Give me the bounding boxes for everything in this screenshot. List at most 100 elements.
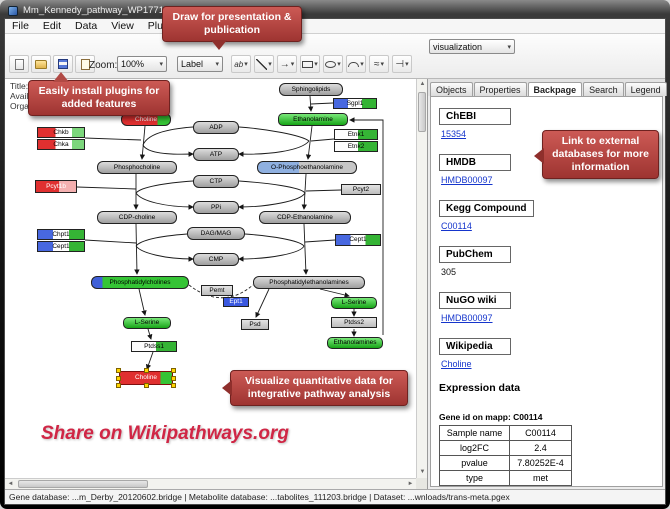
line-tool-button[interactable]: ▾ <box>254 55 274 73</box>
node-pcyt1b[interactable]: Pcyt1b <box>35 180 77 193</box>
tab-objects[interactable]: Objects <box>430 82 473 96</box>
node-chkb[interactable]: Chkb <box>37 127 85 138</box>
selection-handle[interactable] <box>171 376 176 381</box>
tab-backpage[interactable]: Backpage <box>527 82 583 96</box>
section-link[interactable]: Choline <box>441 359 472 369</box>
node-ept1[interactable]: Ept1 <box>223 297 249 307</box>
info-line: Title: <box>10 81 29 91</box>
node-chpt1[interactable]: Chpt1 <box>37 229 85 240</box>
arc-tool-button[interactable]: ▾ <box>346 55 366 73</box>
selection-handle[interactable] <box>116 383 121 388</box>
node-psd[interactable]: Psd <box>241 319 269 330</box>
paste-button[interactable] <box>75 55 95 73</box>
tab-search[interactable]: Search <box>583 82 624 96</box>
node-phosphocholine[interactable]: Phosphocholine <box>97 161 177 174</box>
chevron-down-icon: ▾ <box>159 61 163 68</box>
node-phosphatidylcholines[interactable]: Phosphatidylcholines <box>91 276 189 289</box>
table-cell: pvalue <box>439 455 510 471</box>
node-cept1[interactable]: Cept1 <box>335 234 381 246</box>
selection-handle[interactable] <box>144 383 149 388</box>
node-pemt[interactable]: Pemt <box>201 285 233 296</box>
selection-handle[interactable] <box>116 376 121 381</box>
arrow-tool-button[interactable]: ▾ <box>277 55 297 73</box>
menu-item-edit[interactable]: Edit <box>42 20 62 32</box>
selection-handle[interactable] <box>171 383 176 388</box>
table-cell: 2.4 <box>509 440 572 456</box>
node-cept1[interactable]: Cept1 <box>37 241 85 252</box>
menu-item-file[interactable]: File <box>12 20 29 32</box>
menu-item-view[interactable]: View <box>111 20 134 32</box>
gene-id-line: Gene id on mapp: C00114 <box>439 412 543 422</box>
section-link[interactable]: HMDB00097 <box>441 313 493 323</box>
tab-legend[interactable]: Legend <box>624 82 667 96</box>
rectangle-tool-button[interactable]: ▾ <box>300 55 320 73</box>
visualization-select[interactable]: visualization ▾ <box>429 39 515 54</box>
horizontal-scrollbar[interactable]: ◄ ► <box>5 478 416 489</box>
node-ptdss1[interactable]: Ptdss1 <box>131 341 177 352</box>
section-link[interactable]: C00114 <box>441 221 472 231</box>
horizontal-scroll-thumb[interactable] <box>18 480 148 488</box>
share-wikipathways-note: Share on Wikipathways.org <box>41 423 289 444</box>
zoom-select[interactable]: 100% ▾ <box>117 56 167 72</box>
selection-handle[interactable] <box>171 368 176 373</box>
node-dag-mag[interactable]: DAG/MAG <box>187 227 245 240</box>
node-atp[interactable]: ATP <box>193 148 239 161</box>
node-ppi[interactable]: PPi <box>193 201 239 214</box>
node-ethanolamine[interactable]: Ethanolamine <box>278 113 348 126</box>
vertical-scroll-thumb[interactable] <box>418 92 426 132</box>
new-file-button[interactable] <box>9 55 29 73</box>
menu-bar: FileEditDataViewPluginsHelp <box>5 19 665 34</box>
inhibition-tool-button[interactable]: ▾ <box>392 55 412 73</box>
node-ethanolamines[interactable]: Ethanolamines <box>327 337 383 349</box>
node-sphingolipids[interactable]: Sphingolipids <box>279 83 343 96</box>
node-choline[interactable]: Choline <box>116 368 176 388</box>
node-etnk2[interactable]: Etnk2 <box>334 141 378 152</box>
node-o-phosphoethanolamine[interactable]: O-Phosphoethanolamine <box>257 161 357 174</box>
label-tool-button[interactable]: ▾ <box>231 55 251 73</box>
node-sgpl1[interactable]: Sgpl1 <box>333 98 377 109</box>
chevron-down-icon: ▾ <box>507 43 511 51</box>
chevron-down-icon: ▾ <box>360 61 364 68</box>
open-folder-button[interactable] <box>31 55 51 73</box>
node-l-serine[interactable]: L-Serine <box>123 317 171 329</box>
vertical-scrollbar[interactable]: ▲ ▼ <box>416 79 427 478</box>
label-type-select[interactable]: Label ▾ <box>177 56 223 72</box>
curve-tool-button[interactable]: ▾ <box>369 55 389 73</box>
save-button[interactable] <box>53 55 73 73</box>
node-phosphatidylethanolamines[interactable]: Phosphatidylethanolamines <box>253 276 365 289</box>
oval-tool-button[interactable]: ▾ <box>323 55 343 73</box>
title-bar[interactable]: Mm_Kennedy_pathway_WP1771_45176.gpml <box>4 3 666 18</box>
tab-properties[interactable]: Properties <box>473 82 527 96</box>
menu-item-data[interactable]: Data <box>75 20 98 32</box>
selection-handle[interactable] <box>116 368 121 373</box>
callout-link-text: Link to external databases for more info… <box>552 135 649 174</box>
node-l-serine[interactable]: L-Serine <box>331 297 377 309</box>
scroll-right-icon[interactable]: ► <box>407 481 414 487</box>
scroll-up-icon[interactable]: ▲ <box>419 81 426 87</box>
section-link[interactable]: 15354 <box>441 129 467 139</box>
node-cdp-choline[interactable]: CDP-choline <box>97 211 177 224</box>
section-link[interactable]: HMDB00097 <box>441 175 493 185</box>
toolbar: Zoom: 100% ▾ Label ▾ ▾▾▾▾▾▾▾▾ visualizat… <box>5 34 665 79</box>
scrollbar-corner <box>416 478 427 489</box>
table-cell: Sample name <box>439 425 510 441</box>
node-adp[interactable]: ADP <box>193 121 239 134</box>
selection-handle[interactable] <box>144 368 149 373</box>
scroll-down-icon[interactable]: ▼ <box>419 469 426 475</box>
info-line: Organ <box>10 101 34 111</box>
table-cell: 7.80252E-4 <box>509 455 572 471</box>
node-ctp[interactable]: CTP <box>193 175 239 188</box>
node-chka[interactable]: Chka <box>37 139 85 150</box>
node-cmp[interactable]: CMP <box>193 253 239 266</box>
node-pcyt2[interactable]: Pcyt2 <box>341 184 381 195</box>
scroll-left-icon[interactable]: ◄ <box>7 481 14 487</box>
node-ptdss2[interactable]: Ptdss2 <box>331 317 377 328</box>
oval-tool-icon <box>325 60 337 68</box>
node-etnk1[interactable]: Etnk1 <box>334 129 378 140</box>
node-cdp-ethanolamine[interactable]: CDP-Ethanolamine <box>259 211 351 224</box>
callout-plugins-text: Easily install plugins for added feature… <box>38 85 160 111</box>
